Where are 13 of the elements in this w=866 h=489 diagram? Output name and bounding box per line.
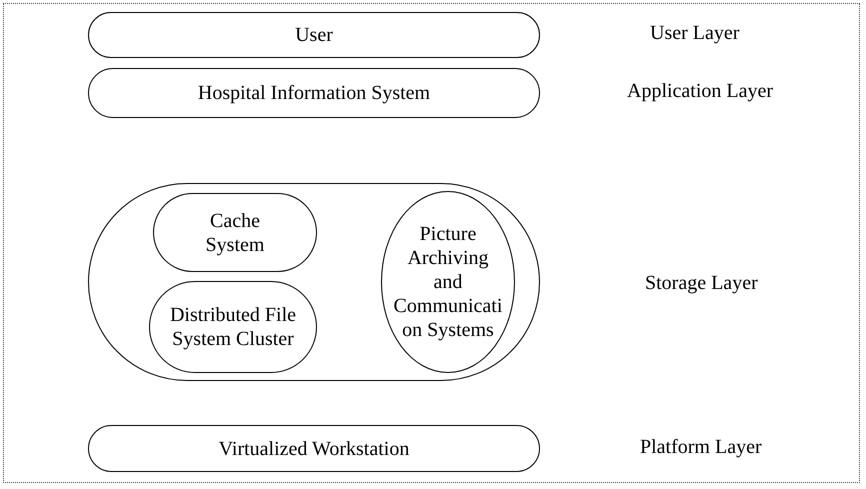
rounded-box [88,12,540,58]
box-label: Distributed File System Cluster [168,303,298,351]
rounded-box [88,425,540,472]
box-label: Cache System [204,208,266,256]
layer-label: Platform Layer [640,436,762,459]
layer-label: User Layer [650,22,740,45]
box-label: Picture Archiving and Communicati on Systems [392,222,504,342]
layer-label: Application Layer [627,80,774,103]
box-label: Virtualized Workstation [218,436,410,460]
layer-label: Storage Layer [645,272,758,295]
rounded-box [88,68,540,118]
box-label: User [295,23,333,47]
box-label: Hospital Information System [198,81,430,105]
